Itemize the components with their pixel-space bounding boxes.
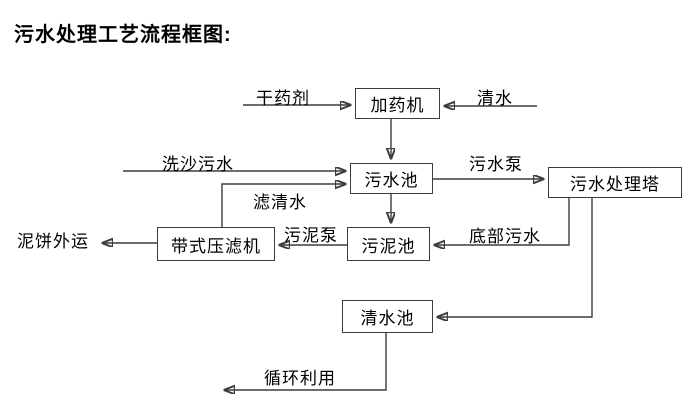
node-sewage-treatment-tower-label: 污水处理塔 <box>570 175 660 194</box>
label-sludge-pump: 污泥泵 <box>284 226 338 245</box>
label-dry-agent: 干药剂 <box>256 89 310 108</box>
node-sludge-pool: 污泥池 <box>347 227 430 261</box>
node-sewage-treatment-tower: 污水处理塔 <box>548 167 682 198</box>
node-sewage-pool-label: 污水池 <box>364 171 419 190</box>
node-clean-water-pool-label: 清水池 <box>360 309 415 328</box>
label-bottom-sewage: 底部污水 <box>469 227 541 246</box>
node-sewage-pool: 污水池 <box>350 163 433 194</box>
node-clean-water-pool: 清水池 <box>342 300 433 333</box>
node-dosing-machine: 加药机 <box>355 88 440 119</box>
arrow-tower-to-clean-pool <box>438 198 593 317</box>
label-mud-cake-out: 泥饼外运 <box>17 232 89 251</box>
node-belt-filter-press: 带式压滤机 <box>157 227 275 261</box>
arrow-filtered-water-to-sewage-pool <box>221 184 345 227</box>
label-clean-water: 清水 <box>477 89 513 108</box>
label-sand-washing-sewage: 洗沙污水 <box>162 155 234 174</box>
node-belt-filter-press-label: 带式压滤机 <box>171 236 261 256</box>
arrow-tower-to-sludge-pool <box>435 198 570 245</box>
node-sludge-pool-label: 污泥池 <box>361 236 416 256</box>
arrow-clean-pool-to-recycle <box>225 333 387 390</box>
node-dosing-machine-label: 加药机 <box>370 96 425 115</box>
diagram-title: 污水处理工艺流程框图: <box>14 24 232 46</box>
label-sewage-pump: 污水泵 <box>469 155 523 174</box>
label-recycle-use: 循环利用 <box>264 369 336 388</box>
label-filtered-water: 滤清水 <box>253 193 307 212</box>
